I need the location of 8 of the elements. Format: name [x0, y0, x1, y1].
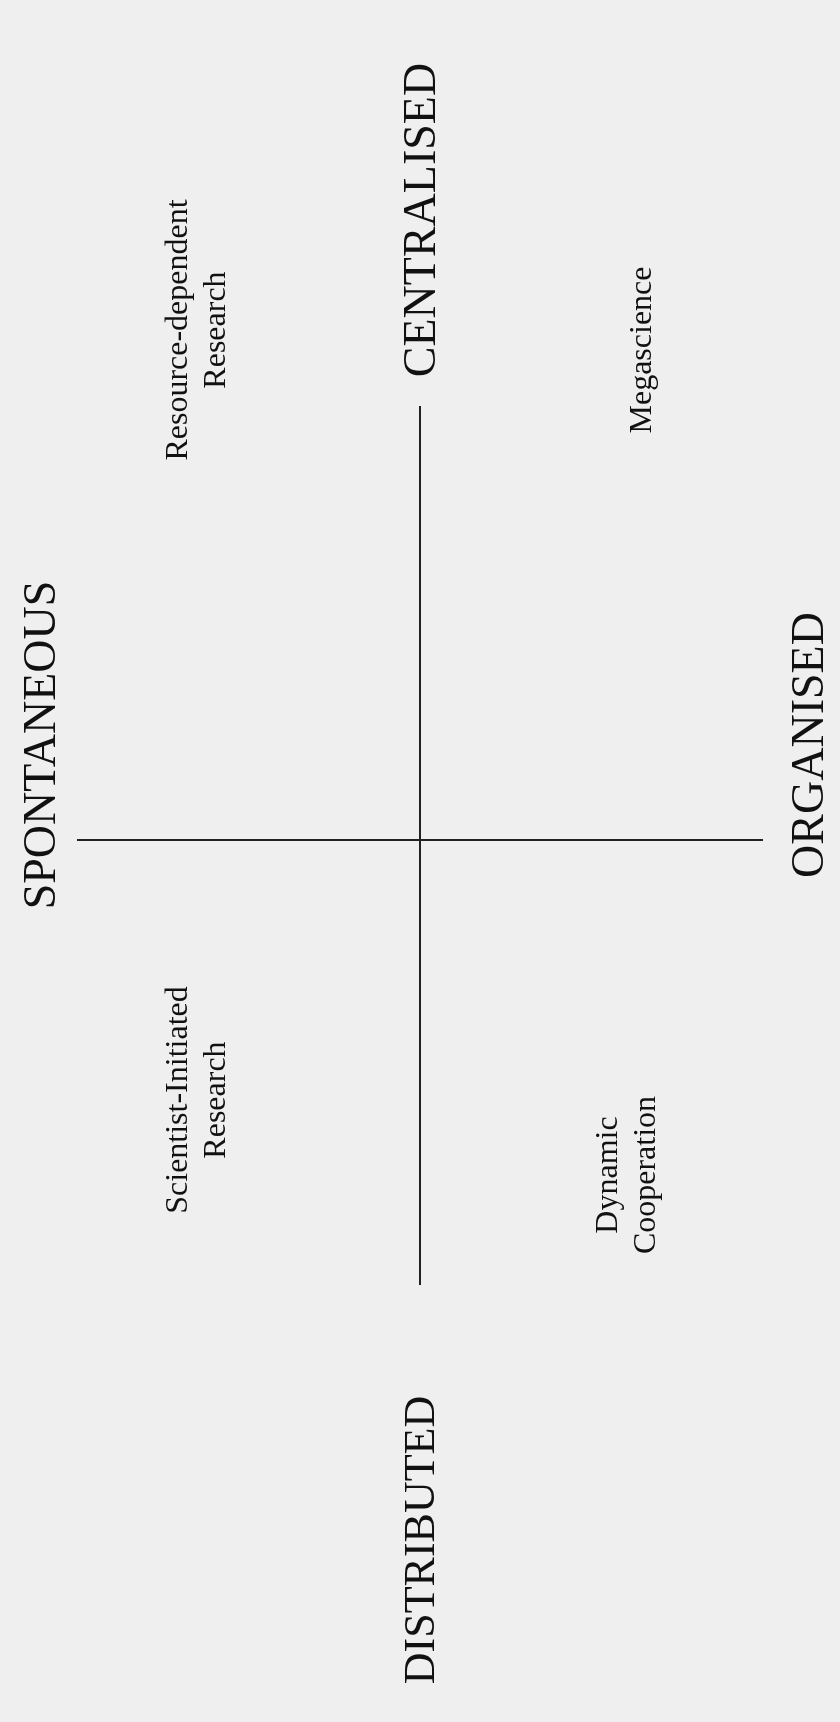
quadrant-label: Dynamic Cooperation: [586, 1094, 663, 1257]
quadrant-label: Resource-dependent Research: [156, 198, 233, 463]
axis-label: SPONTANEOUS: [13, 580, 67, 910]
quadrant-label: Megascience: [620, 266, 659, 434]
axis-label: CENTRALISED: [393, 62, 447, 378]
quadrant-label: Scientist-Initiated Research: [156, 985, 233, 1216]
axis-label: ORGANISED: [781, 612, 835, 878]
axis-label: DISTRIBUTED: [393, 1395, 445, 1685]
